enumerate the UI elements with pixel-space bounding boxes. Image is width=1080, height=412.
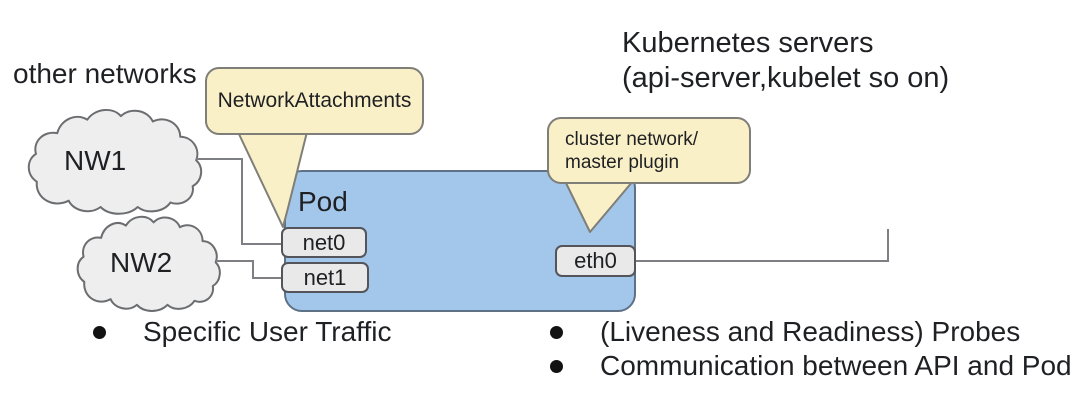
cluster-network-callout-line2: master plugin bbox=[565, 151, 680, 173]
cloud-label-nw1: NW1 bbox=[64, 145, 127, 176]
cloud-label-nw2: NW2 bbox=[110, 247, 173, 278]
connector-nw2-to-net1 bbox=[216, 260, 283, 279]
cluster-network-callout: cluster network/ master plugin bbox=[547, 117, 751, 184]
bullet-text: Specific User Traffic bbox=[143, 316, 392, 347]
interface-box-eth0: eth0 bbox=[555, 245, 636, 277]
bullet-dot-icon bbox=[550, 326, 563, 339]
network-attachments-callout-text: NetworkAttachments bbox=[217, 89, 412, 112]
network-attachments-callout: NetworkAttachments bbox=[205, 67, 424, 135]
kubernetes-servers-label: Kubernetes servers (api-server,kubelet s… bbox=[622, 26, 949, 96]
connector-eth0-to-servers bbox=[636, 229, 889, 262]
interface-label-net1: net1 bbox=[303, 264, 347, 290]
cluster-network-callout-line1: cluster network/ bbox=[565, 128, 699, 150]
bullet-dot-icon bbox=[550, 360, 563, 373]
pod-label: Pod bbox=[298, 186, 348, 217]
kubernetes-servers-line2: (api-server,kubelet so on) bbox=[622, 62, 950, 94]
bullet-text: Communication between API and Pod bbox=[600, 350, 1072, 381]
other-networks-label: other networks bbox=[13, 58, 197, 89]
bullet-dot-icon bbox=[93, 326, 106, 339]
kubernetes-servers-line1: Kubernetes servers bbox=[622, 27, 874, 59]
bullet-specific-user-traffic: Specific User Traffic bbox=[93, 315, 391, 349]
bullet-liveness-readiness-probes: (Liveness and Readiness) Probes bbox=[550, 315, 1020, 349]
bullet-text: (Liveness and Readiness) Probes bbox=[600, 316, 1021, 347]
bullet-communication-api-pod: Communication between API and Pod bbox=[550, 349, 1072, 383]
interface-label-eth0: eth0 bbox=[574, 248, 617, 273]
interface-label-net0: net0 bbox=[302, 229, 346, 255]
connector-nw1-to-net0 bbox=[196, 158, 283, 245]
interface-box-net0: net0 bbox=[281, 227, 367, 258]
interface-box-net1: net1 bbox=[281, 262, 369, 293]
